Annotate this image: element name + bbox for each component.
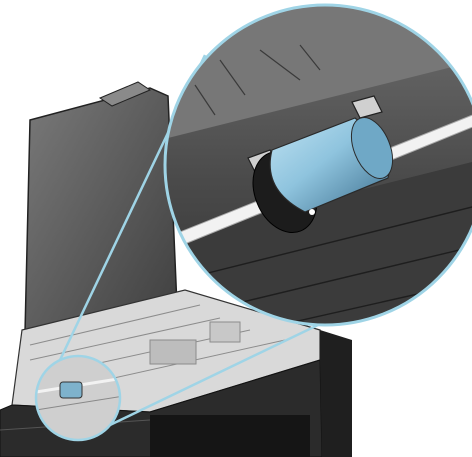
focus-area xyxy=(36,356,120,440)
interior-details xyxy=(29,304,286,391)
printer-body xyxy=(0,81,352,457)
zoom-circle xyxy=(163,3,472,327)
roller-end-cap xyxy=(350,117,394,179)
roller-clip-right xyxy=(351,95,383,119)
zoom-detail xyxy=(165,5,472,325)
lid-hinge-tab xyxy=(98,81,152,107)
printer-side xyxy=(320,330,352,457)
paper-tray xyxy=(150,415,310,457)
focus-circle xyxy=(34,354,122,442)
